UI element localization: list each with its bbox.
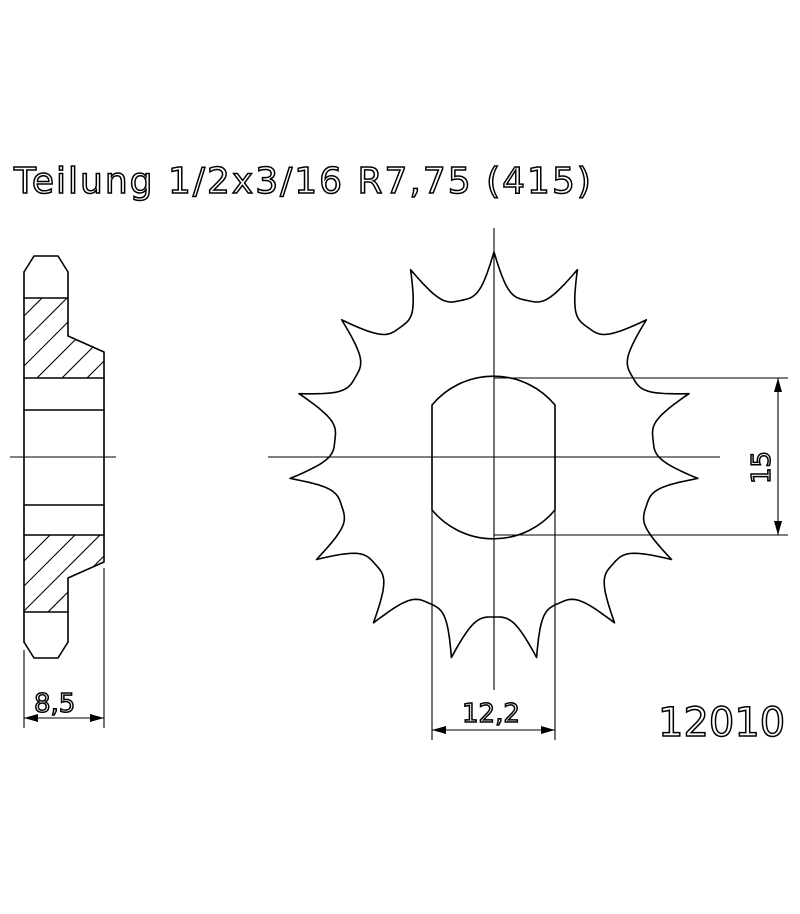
drawing-title: Teilung 1/2x3/16 R7,75 (415): [13, 161, 593, 202]
dimension-bore-height: 15: [747, 451, 777, 484]
dimension-width-side: 8,5: [34, 689, 75, 719]
section-hatch-top: [24, 298, 104, 378]
side-view-profile-top: [23, 255, 105, 458]
part-number: 12010: [658, 700, 785, 746]
side-view-profile-bottom: [23, 456, 105, 659]
front-view: 15 12,2: [268, 228, 788, 740]
side-view: 8,5: [10, 255, 116, 728]
dimension-bore-width: 12,2: [462, 699, 520, 729]
